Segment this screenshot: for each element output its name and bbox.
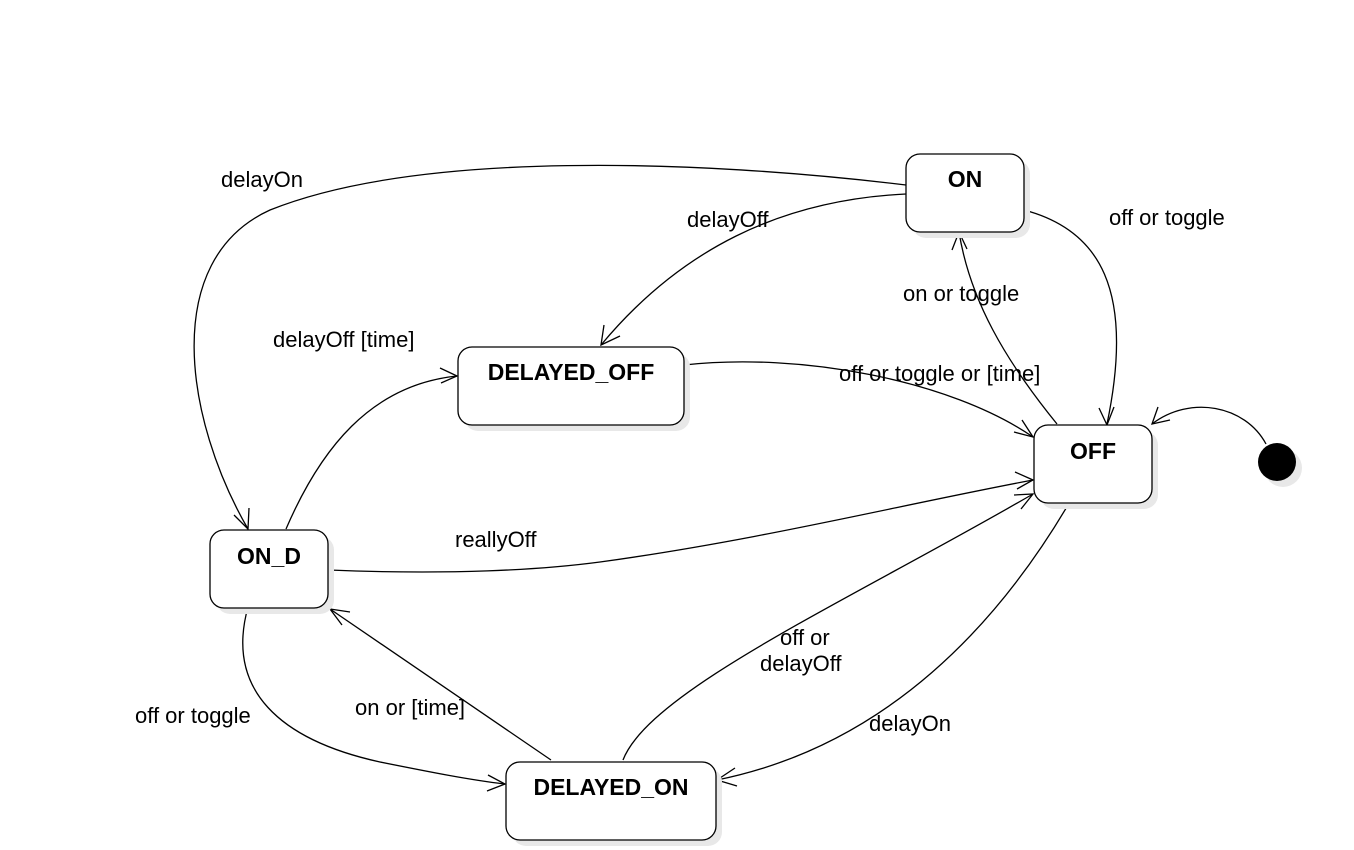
transition-delayed-on-to-on-d bbox=[328, 608, 552, 761]
label-delayed-off-to-off: off or toggle or [time] bbox=[839, 361, 1040, 386]
transition-on-d-to-off bbox=[328, 471, 1035, 573]
transition-delayed-on-to-off bbox=[622, 493, 1035, 761]
transition-off-to-delayed-on bbox=[715, 504, 1069, 787]
label-on-d-to-delayed-off: delayOff [time] bbox=[273, 327, 414, 352]
arrowhead bbox=[1098, 406, 1115, 427]
label-on-to-on-d: delayOn bbox=[221, 167, 303, 192]
initial-dot-icon bbox=[1258, 443, 1296, 481]
state-off[interactable]: OFF bbox=[1033, 424, 1158, 509]
transition-delayed-off-to-off bbox=[683, 361, 1035, 439]
arrowhead bbox=[600, 324, 621, 347]
state-delayed-on-label: DELAYED_ON bbox=[533, 774, 688, 800]
label-on-to-off: off or toggle bbox=[1109, 205, 1225, 230]
transition-on-d-to-delayed-on bbox=[242, 606, 507, 792]
states: ON DELAYED_OFF OFF ON_D DELAYED_ON bbox=[209, 153, 1302, 846]
state-on-d-label: ON_D bbox=[237, 543, 301, 569]
label-off-to-on: on or toggle bbox=[903, 281, 1019, 306]
transition-on-to-delayed-off bbox=[600, 193, 907, 347]
arrowhead bbox=[1013, 493, 1035, 510]
label-on-to-delayed-off: delayOff bbox=[687, 207, 769, 232]
state-delayed-on[interactable]: DELAYED_ON bbox=[505, 761, 722, 846]
transition-initial-to-off bbox=[1150, 406, 1267, 445]
transition-on-d-to-delayed-off bbox=[285, 367, 459, 530]
arrowhead bbox=[233, 507, 250, 531]
label-delayed-on-to-off-line2: delayOff bbox=[760, 651, 842, 676]
transition-labels: off or toggle on or toggle delayOff dela… bbox=[135, 167, 1225, 736]
label-on-d-to-off: reallyOff bbox=[455, 527, 537, 552]
arrowhead bbox=[1150, 406, 1171, 425]
arrowhead bbox=[439, 367, 459, 384]
label-delayed-on-to-on-d: on or [time] bbox=[355, 695, 465, 720]
label-delayed-on-to-off-line1: off or bbox=[780, 625, 830, 650]
state-on[interactable]: ON bbox=[905, 153, 1030, 238]
transition-off-to-on bbox=[951, 230, 1058, 425]
state-on-d[interactable]: ON_D bbox=[209, 529, 334, 614]
state-on-label: ON bbox=[948, 166, 983, 192]
state-off-label: OFF bbox=[1070, 438, 1116, 464]
transition-on-to-off bbox=[1023, 209, 1118, 427]
state-delayed-off-label: DELAYED_OFF bbox=[488, 359, 655, 385]
arrowhead bbox=[1014, 471, 1035, 490]
state-delayed-off[interactable]: DELAYED_OFF bbox=[457, 346, 690, 431]
initial-state[interactable] bbox=[1258, 443, 1302, 487]
transition-on-to-on-d bbox=[193, 164, 907, 531]
label-off-to-delayed-on: delayOn bbox=[869, 711, 951, 736]
transitions bbox=[193, 164, 1267, 792]
label-on-d-to-delayed-on: off or toggle bbox=[135, 703, 251, 728]
arrowhead bbox=[486, 774, 507, 792]
arrowhead bbox=[1013, 419, 1035, 439]
